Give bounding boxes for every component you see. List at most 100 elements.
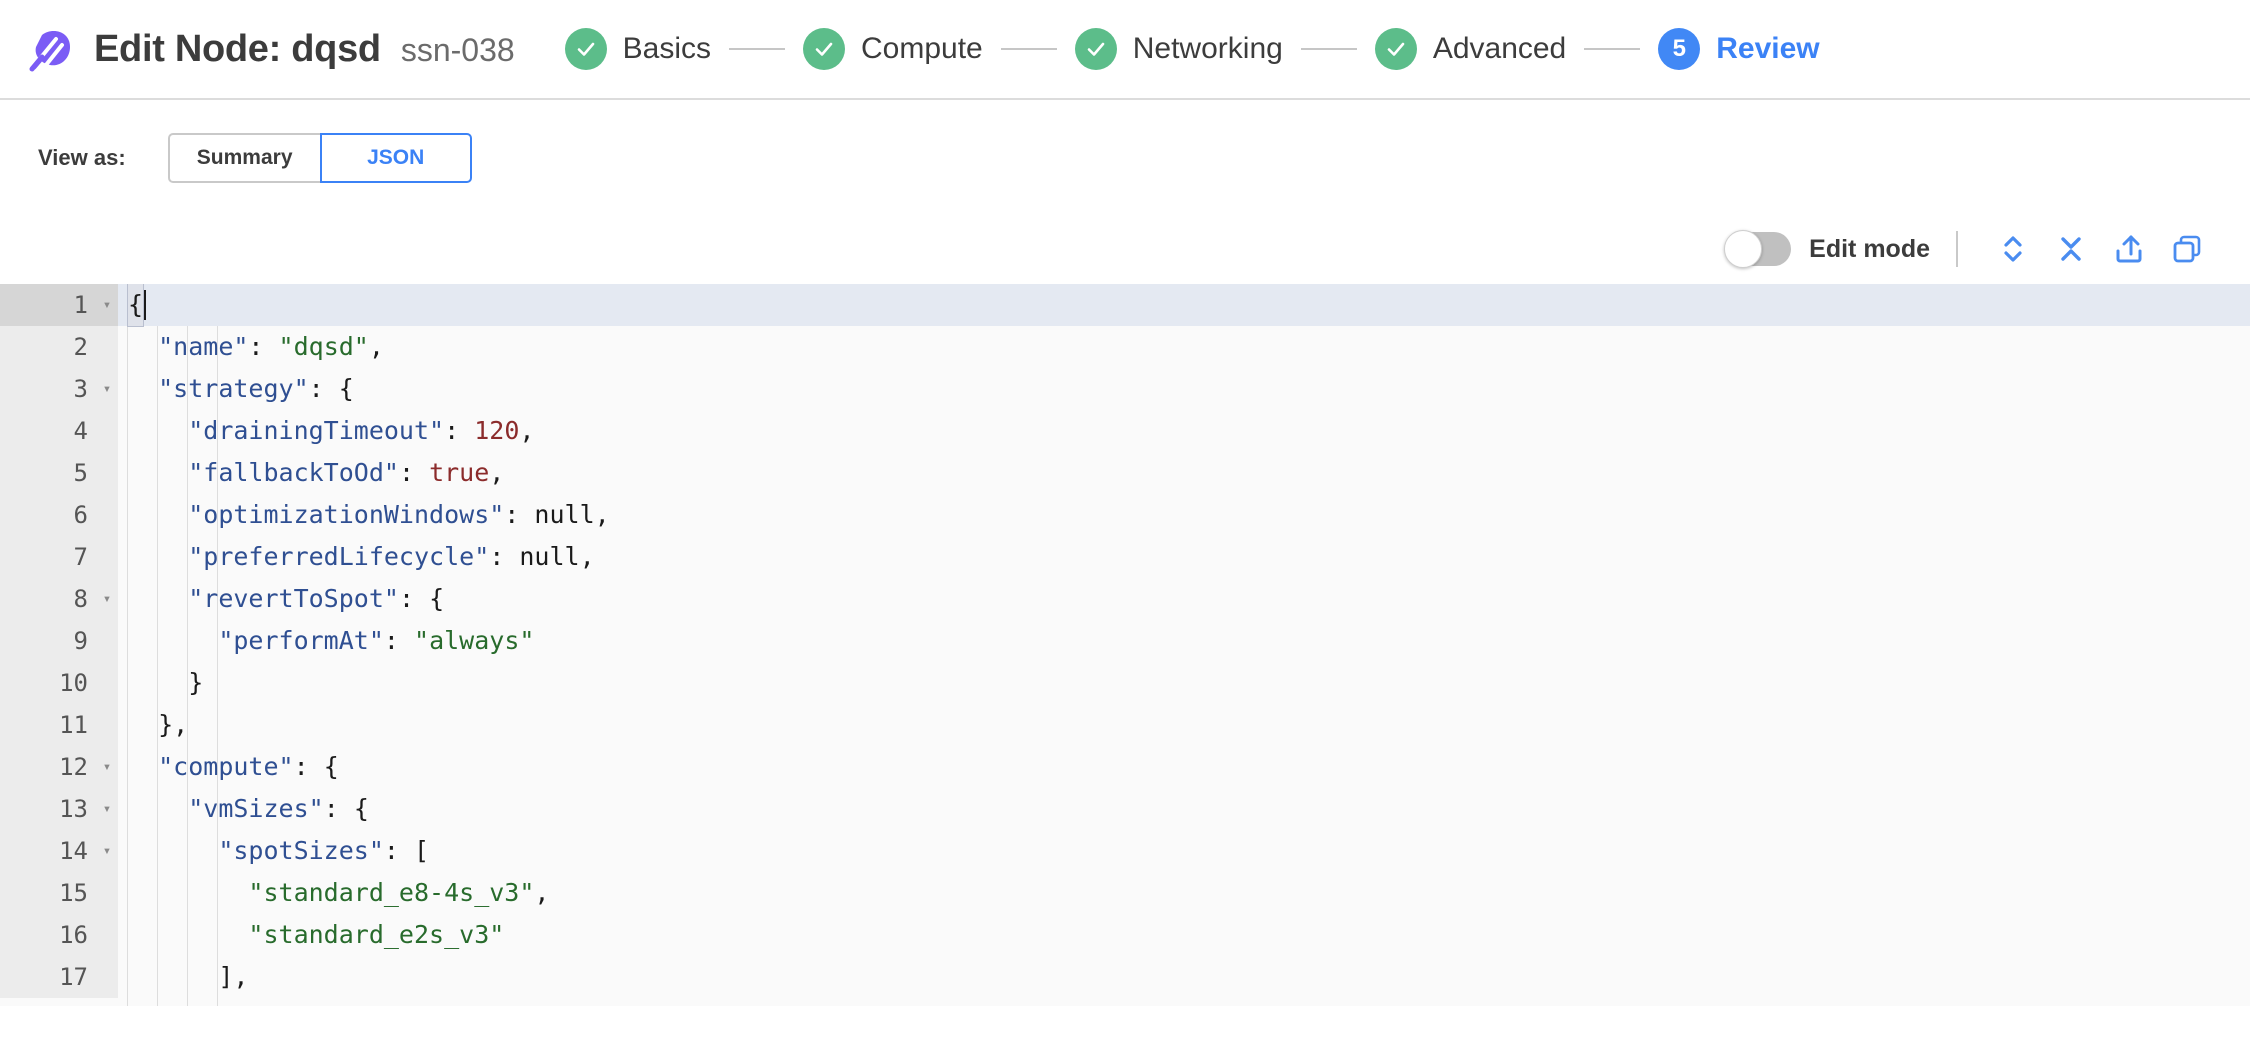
edit-mode-toggle[interactable]: [1724, 230, 1792, 268]
fold-toggle-icon[interactable]: ▾: [96, 284, 118, 326]
fold-toggle-icon[interactable]: ▾: [96, 830, 118, 872]
line-number-9: 9: [0, 620, 96, 662]
code-line-row[interactable]: 12▾ "compute": {: [0, 746, 2250, 788]
step-connector: [1584, 48, 1641, 50]
line-number-8: 8: [0, 578, 96, 620]
view-as-summary-button[interactable]: Summary: [167, 133, 320, 183]
code-text: "vmSizes": {: [188, 794, 369, 823]
step-review-label: Review: [1716, 32, 1820, 65]
view-as-json-button[interactable]: JSON: [319, 133, 472, 183]
step-advanced-check-icon: [1374, 28, 1417, 70]
code-text: "strategy": {: [158, 374, 354, 403]
fold-spacer: [96, 494, 118, 536]
fold-spacer: [96, 662, 118, 704]
code-line-row[interactable]: 16 "standard_e2s_v3": [0, 914, 2250, 956]
step-basics-check-icon: [564, 28, 607, 70]
step-review[interactable]: 5 Review: [1658, 28, 1820, 70]
fold-spacer: [96, 872, 118, 914]
fold-spacer: [96, 620, 118, 662]
code-line-row[interactable]: 8▾ "revertToSpot": {: [0, 578, 2250, 620]
step-connector: [729, 48, 786, 50]
json-code-editor[interactable]: 1▾{2 "name": "dqsd",3▾ "strategy": {4 "d…: [0, 284, 2250, 1006]
edit-mode-label: Edit mode: [1809, 234, 1930, 263]
toolbar-divider: [1956, 231, 1958, 267]
code-line-row[interactable]: 1▾{: [0, 284, 2250, 327]
line-number-16: 16: [0, 914, 96, 956]
code-text: "spotSizes": [: [218, 836, 430, 865]
line-number-11: 11: [0, 704, 96, 746]
code-text: {: [118, 284, 2250, 327]
node-id-label: ssn-038: [400, 31, 515, 68]
page-header: Edit Node: dqsd ssn-038 Basics Compute N…: [0, 0, 2250, 100]
code-text: "standard_e8-4s_v3",: [248, 878, 550, 907]
code-text: "drainingTimeout": 120,: [188, 416, 535, 445]
step-networking[interactable]: Networking: [1074, 28, 1283, 70]
code-text: "revertToSpot": {: [188, 584, 445, 613]
code-line-row[interactable]: 15 "standard_e8-4s_v3",: [0, 872, 2250, 914]
code-line-row[interactable]: 4 "drainingTimeout": 120,: [0, 410, 2250, 452]
step-basics-label: Basics: [622, 32, 712, 65]
expand-all-icon[interactable]: [1984, 226, 2042, 272]
step-review-badge: 5: [1658, 28, 1701, 70]
code-text: "optimizationWindows": null,: [188, 500, 610, 529]
fold-spacer: [96, 536, 118, 578]
code-line-row[interactable]: 3▾ "strategy": {: [0, 368, 2250, 410]
line-number-6: 6: [0, 494, 96, 536]
line-number-13: 13: [0, 788, 96, 830]
code-line-row[interactable]: 13▾ "vmSizes": {: [0, 788, 2250, 830]
view-as-label: View as:: [38, 145, 126, 170]
fold-spacer: [96, 914, 118, 956]
fold-toggle-icon[interactable]: ▾: [96, 368, 118, 410]
step-compute-label: Compute: [861, 32, 983, 65]
code-line-row[interactable]: 17 ],: [0, 956, 2250, 998]
code-line-row[interactable]: 14▾ "spotSizes": [: [0, 830, 2250, 872]
step-review-number: 5: [1672, 35, 1686, 62]
code-line-row[interactable]: 11 },: [0, 704, 2250, 746]
code-text: "standard_e2s_v3": [248, 920, 505, 949]
view-as-row: View as: Summary JSON: [0, 100, 2250, 183]
line-number-5: 5: [0, 452, 96, 494]
fold-spacer: [96, 956, 118, 998]
step-advanced[interactable]: Advanced: [1374, 28, 1566, 70]
spot-logo: [26, 25, 74, 73]
line-number-2: 2: [0, 326, 96, 368]
code-text: "performAt": "always": [218, 626, 535, 655]
line-number-1: 1: [0, 284, 96, 326]
step-connector: [1300, 48, 1357, 50]
editor-toolbar: Edit mode: [0, 214, 2250, 284]
collapse-all-icon[interactable]: [2042, 226, 2100, 272]
fold-toggle-icon[interactable]: ▾: [96, 746, 118, 788]
share-icon[interactable]: [2100, 226, 2158, 272]
code-text: },: [158, 710, 189, 739]
line-number-17: 17: [0, 956, 96, 998]
step-networking-label: Networking: [1132, 32, 1283, 65]
edit-mode-toggle-knob: [1724, 230, 1763, 268]
line-number-14: 14: [0, 830, 96, 872]
code-line-row[interactable]: 2 "name": "dqsd",: [0, 326, 2250, 368]
view-as-toggle-group: Summary JSON: [167, 133, 472, 183]
line-number-10: 10: [0, 662, 96, 704]
code-text: ],: [218, 962, 249, 991]
fold-toggle-icon[interactable]: ▾: [96, 788, 118, 830]
code-line-row[interactable]: 5 "fallbackToOd": true,: [0, 452, 2250, 494]
step-networking-check-icon: [1074, 28, 1117, 70]
line-number-7: 7: [0, 536, 96, 578]
step-compute-check-icon: [803, 28, 846, 70]
line-number-4: 4: [0, 410, 96, 452]
code-body[interactable]: 1▾{2 "name": "dqsd",3▾ "strategy": {4 "d…: [0, 284, 2250, 998]
fold-toggle-icon[interactable]: ▾: [96, 578, 118, 620]
copy-icon[interactable]: [2158, 226, 2216, 272]
code-line-row[interactable]: 7 "preferredLifecycle": null,: [0, 536, 2250, 578]
code-line-row[interactable]: 9 "performAt": "always": [0, 620, 2250, 662]
code-text: }: [188, 668, 204, 697]
fold-spacer: [96, 452, 118, 494]
wizard-stepper: Basics Compute Networking Advanced: [564, 28, 1820, 70]
step-basics[interactable]: Basics: [564, 28, 712, 70]
code-line-row[interactable]: 10 }: [0, 662, 2250, 704]
code-line-row[interactable]: 6 "optimizationWindows": null,: [0, 494, 2250, 536]
fold-spacer: [96, 326, 118, 368]
fold-spacer: [96, 704, 118, 746]
code-text: "compute": {: [158, 752, 339, 781]
step-compute[interactable]: Compute: [803, 28, 983, 70]
line-number-3: 3: [0, 368, 96, 410]
